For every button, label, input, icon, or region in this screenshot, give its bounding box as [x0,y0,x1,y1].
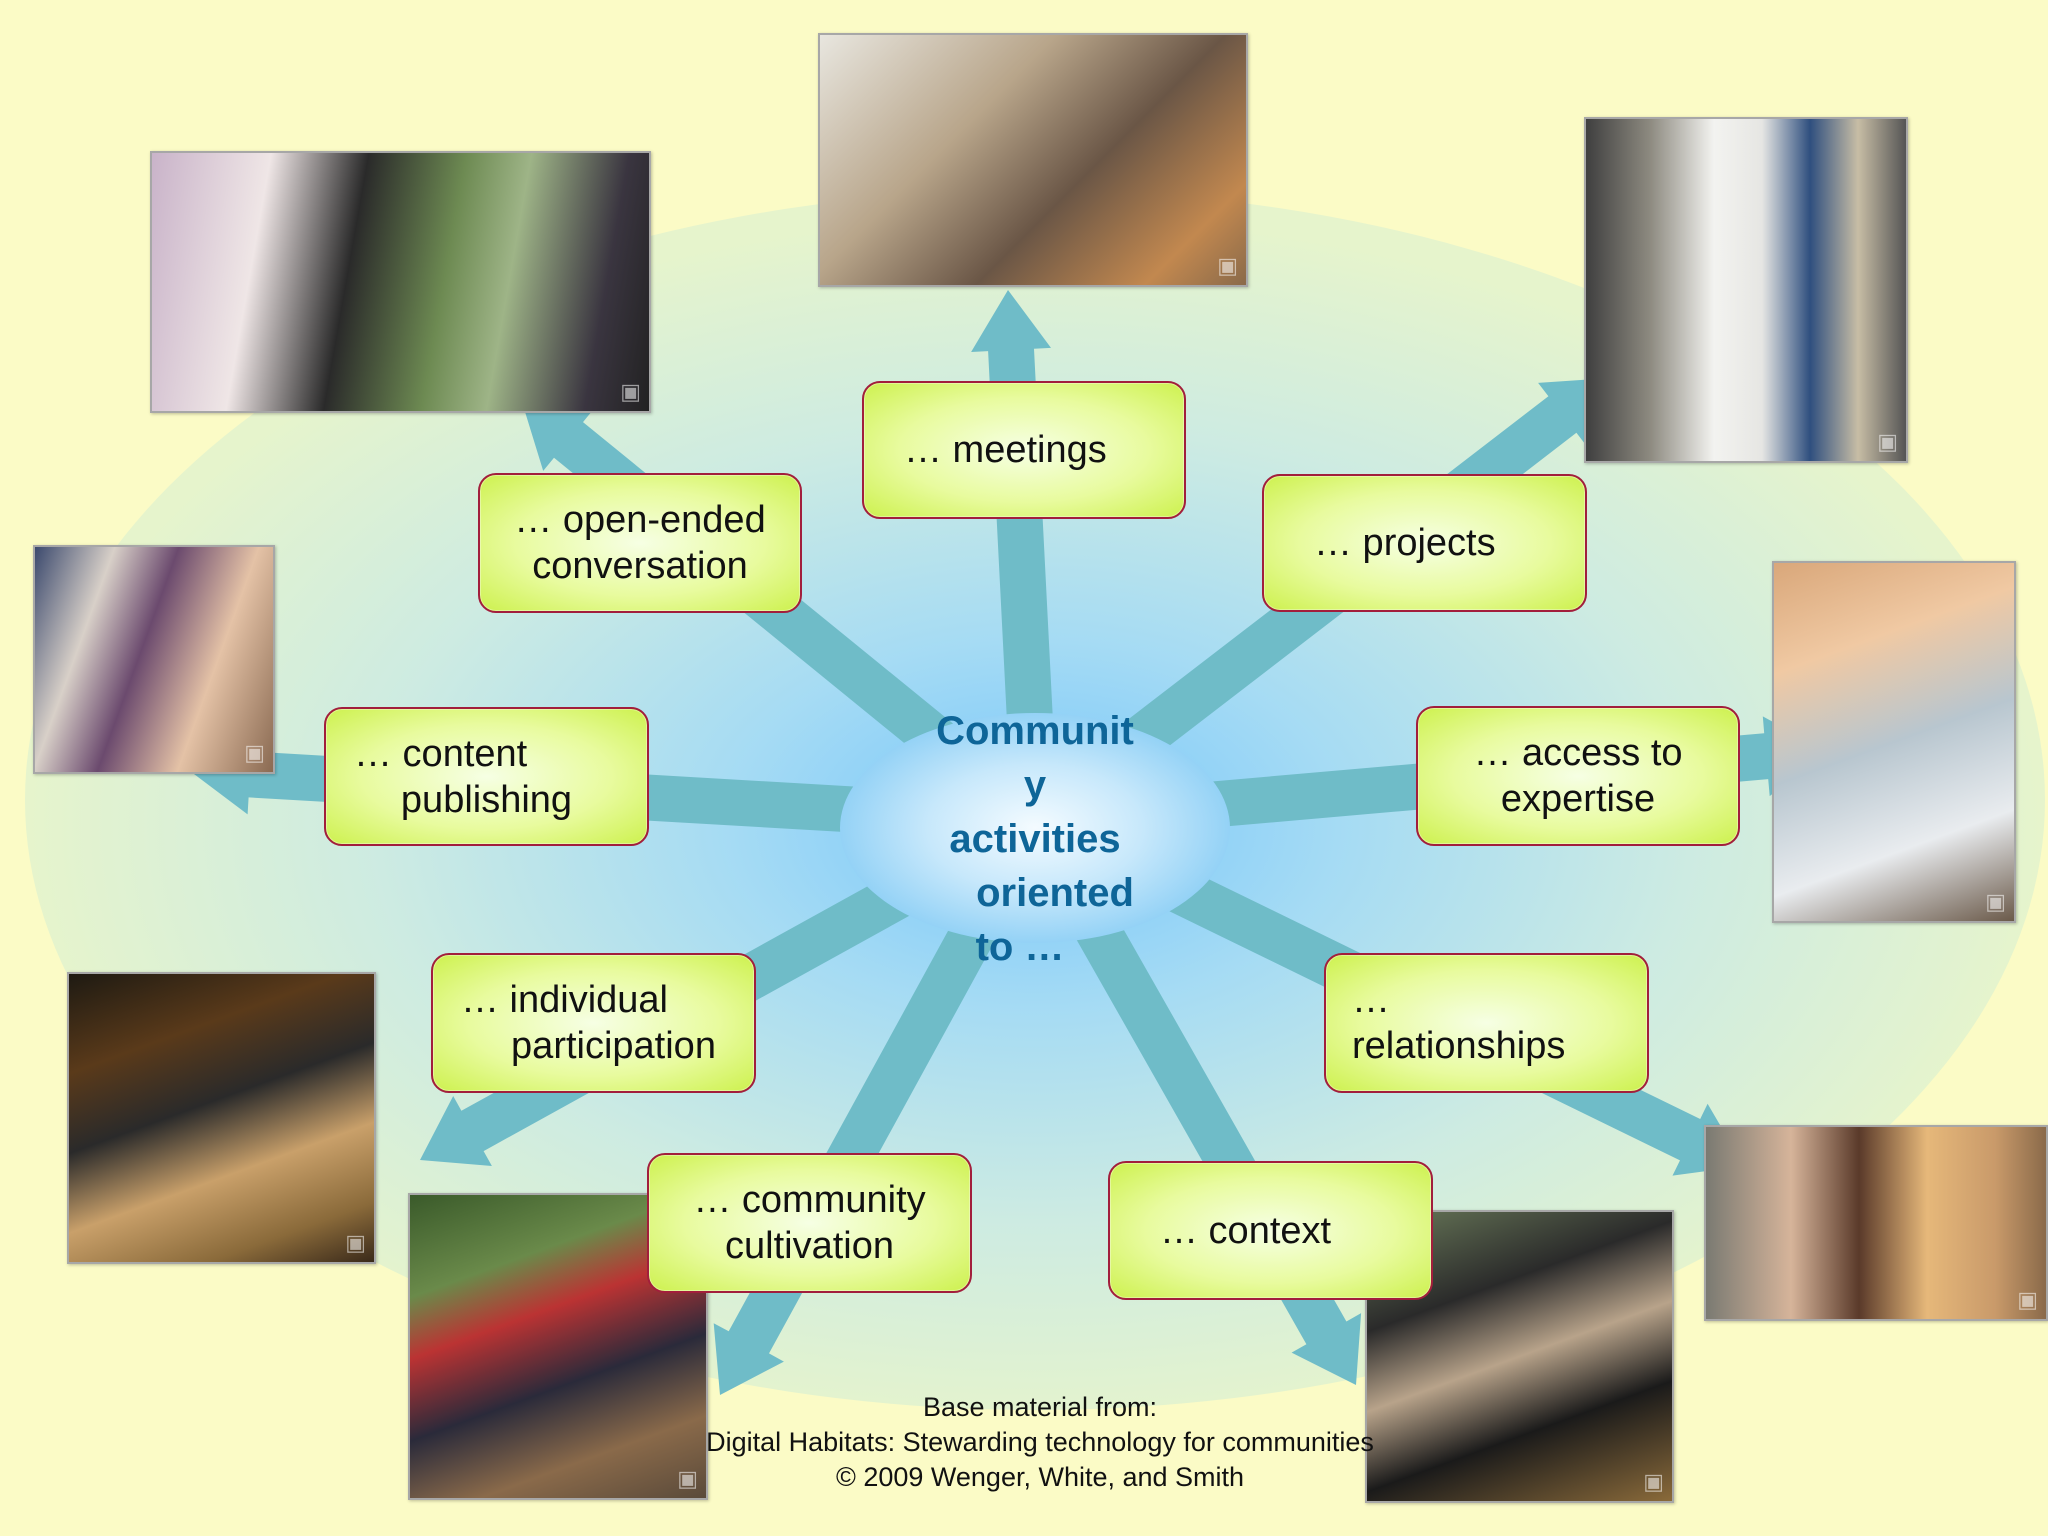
label-content-publishing-line-1: … content [354,732,528,775]
label-community-cultivation: … community cultivation [647,1153,972,1293]
credit-line-1: Base material from: [922,1392,1158,1422]
center-label-line-2: y [1023,763,1047,807]
camera-icon: ▣ [1643,1470,1664,1495]
label-relationships-line-1: … [1352,979,1390,1021]
label-open-ended-line-1: … open-ended [514,499,766,541]
label-context: … context [1108,1161,1433,1300]
label-context-line-1: … context [1160,1209,1332,1252]
photo-content-publishing: ▣ [33,545,275,774]
camera-icon: ▣ [1877,430,1898,455]
label-open-ended-line-2: conversation [532,545,748,587]
photo-access-expertise: ▣ [1772,561,2016,923]
label-individual-participation-line-1: … individual [461,979,668,1021]
label-projects: … projects [1262,474,1587,612]
center-label-line-4: oriented [976,871,1134,915]
label-community-cultivation-line-2: cultivation [725,1225,894,1267]
label-access-expertise-line-2: expertise [1500,778,1656,820]
label-access-to-expertise: … access to expertise [1416,706,1740,846]
photo-relationships: ▣ [1704,1125,2048,1321]
label-relationships: … relationships [1324,953,1649,1093]
photo-individual-participation: ▣ [67,972,376,1264]
camera-icon: ▣ [677,1467,698,1492]
credit-line-2: Digital Habitats: Stewarding technology … [706,1427,1374,1457]
label-open-ended-conversation: … open-ended conversation [478,473,802,613]
camera-icon: ▣ [244,741,265,766]
center-label-line-1: Communit [936,709,1134,753]
label-meetings-line-1: … meetings [904,429,1107,471]
label-access-expertise-line-1: … access to [1473,732,1683,774]
center-label: Communit y activities oriented to … [905,704,1165,974]
camera-icon: ▣ [345,1231,366,1256]
label-relationships-line-2: relationships [1352,1025,1566,1067]
photo-meeting-group: ▣ [818,33,1248,287]
photo-conversation: ▣ [150,151,651,413]
camera-icon: ▣ [1985,890,2006,915]
center-cloud [840,713,1230,943]
camera-icon: ▣ [1217,254,1238,279]
label-projects-line-1: … projects [1314,522,1496,564]
label-individual-participation-line-2: participation [511,1025,716,1067]
center-label-line-5: to … [975,925,1065,969]
label-individual-participation: … individual participation [431,953,756,1093]
label-content-publishing: … content publishing [324,707,649,846]
label-content-publishing-line-2: publishing [400,778,573,821]
camera-icon: ▣ [620,380,641,405]
label-community-cultivation-line-1: … community [693,1179,926,1221]
center-label-line-3: activities [949,817,1121,861]
label-meetings: … meetings [862,381,1186,519]
camera-icon: ▣ [2017,1288,2038,1313]
photo-projects: ▣ [1584,117,1908,463]
credit-line-3: © 2009 Wenger, White, and Smith [835,1462,1245,1492]
